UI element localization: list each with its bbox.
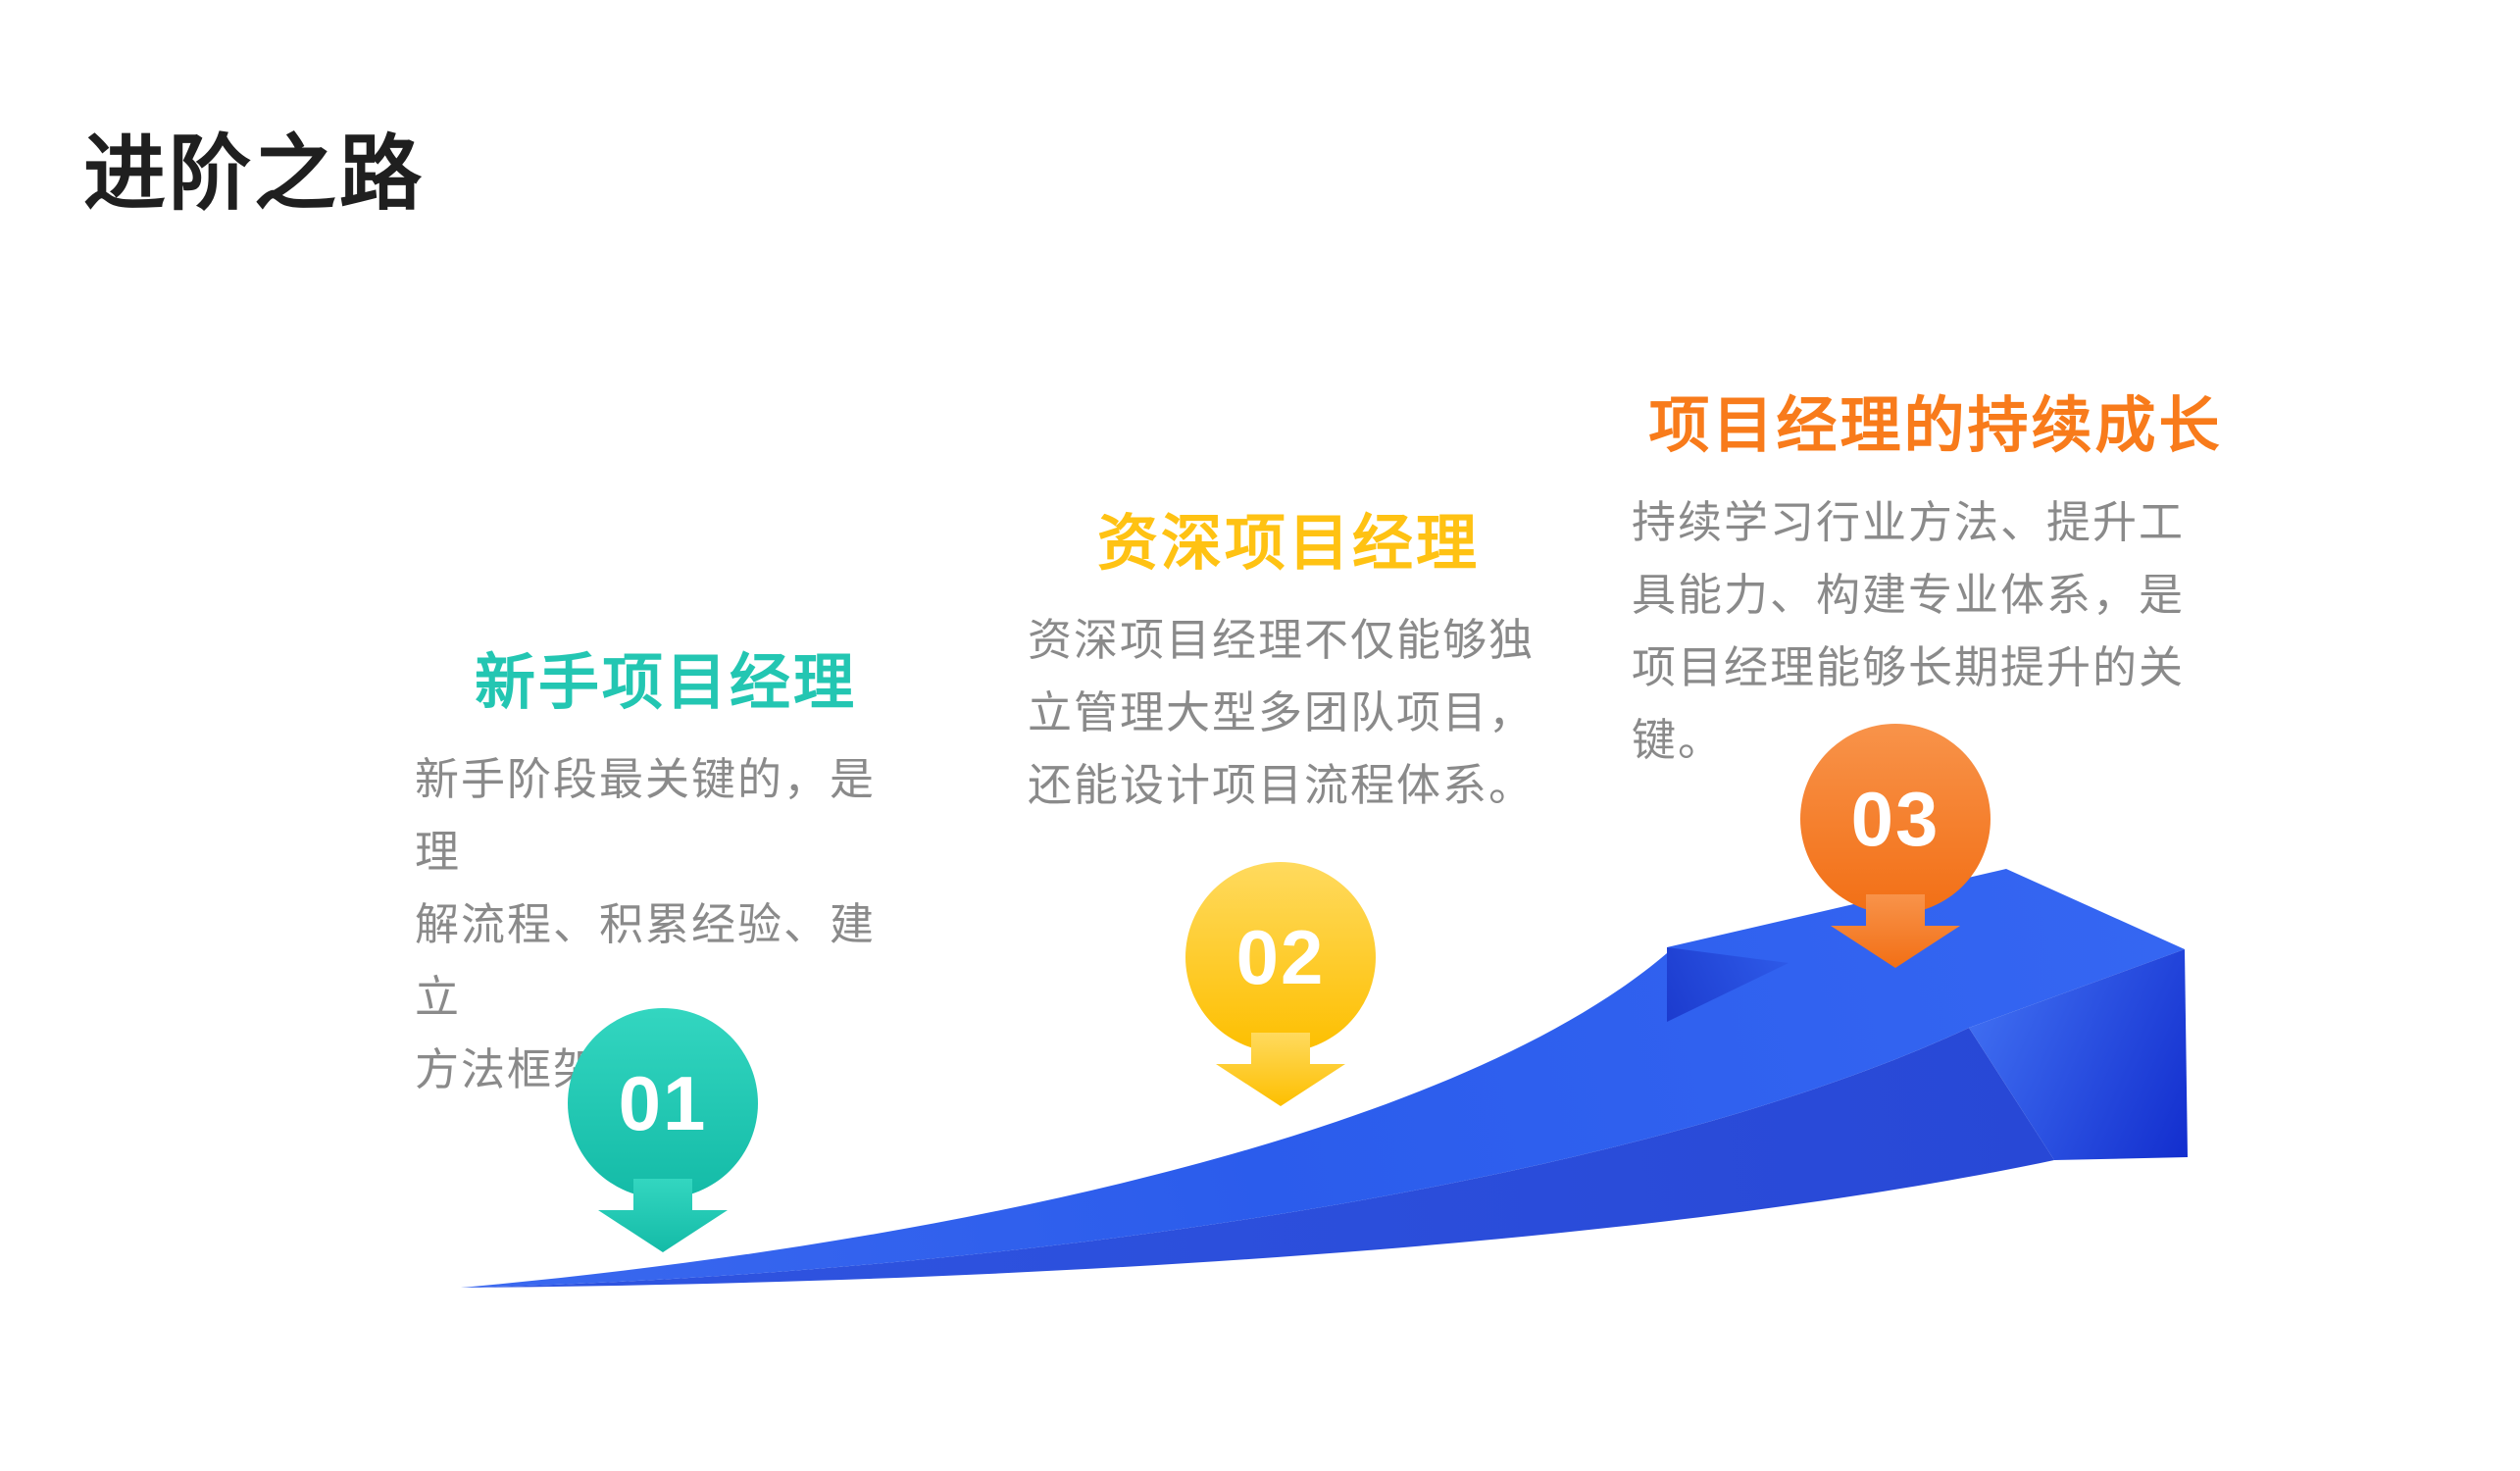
- stage-2-block: 资深项目经理 资深项目经理不仅能够独 立管理大型多团队项目， 还能设计项目流程体…: [1028, 508, 1549, 822]
- ramp-fold-face: [1667, 947, 1789, 1022]
- ramp-front-face: [461, 1028, 2054, 1288]
- pin-down-arrow-icon: [1800, 724, 1991, 968]
- ramp-right-face: [1969, 949, 2188, 1160]
- page-title: 进阶之路: [83, 127, 426, 220]
- stage-2-number: 02: [1235, 913, 1326, 1000]
- stage-2-marker-pin: 02: [1183, 862, 1379, 1107]
- stage-3-block: 项目经理的持续成长 持续学习行业方法、提升工 具能力、构建专业体系，是 项目经理…: [1632, 390, 2240, 777]
- stage-3-heading: 项目经理的持续成长: [1648, 392, 2223, 460]
- stage-3-number: 03: [1850, 775, 1940, 862]
- stage-2-heading: 资深项目经理: [1096, 510, 1480, 578]
- pin-down-arrow-icon: [1185, 862, 1376, 1106]
- stage-1-heading: 新手项目经理: [474, 649, 857, 717]
- stage-1-marker-pin: 01: [565, 1008, 761, 1253]
- stage-3-description: 持续学习行业方法、提升工 具能力、构建专业体系，是 项目经理能够长期提升的关 键…: [1632, 497, 2186, 765]
- stage-1-number: 01: [618, 1059, 708, 1146]
- pin-down-arrow-icon: [568, 1008, 758, 1252]
- stage-3-marker-pin: 03: [1797, 724, 1993, 969]
- stage-2-description: 资深项目经理不仅能够独 立管理大型多团队项目， 还能设计项目流程体系。: [1028, 615, 1536, 810]
